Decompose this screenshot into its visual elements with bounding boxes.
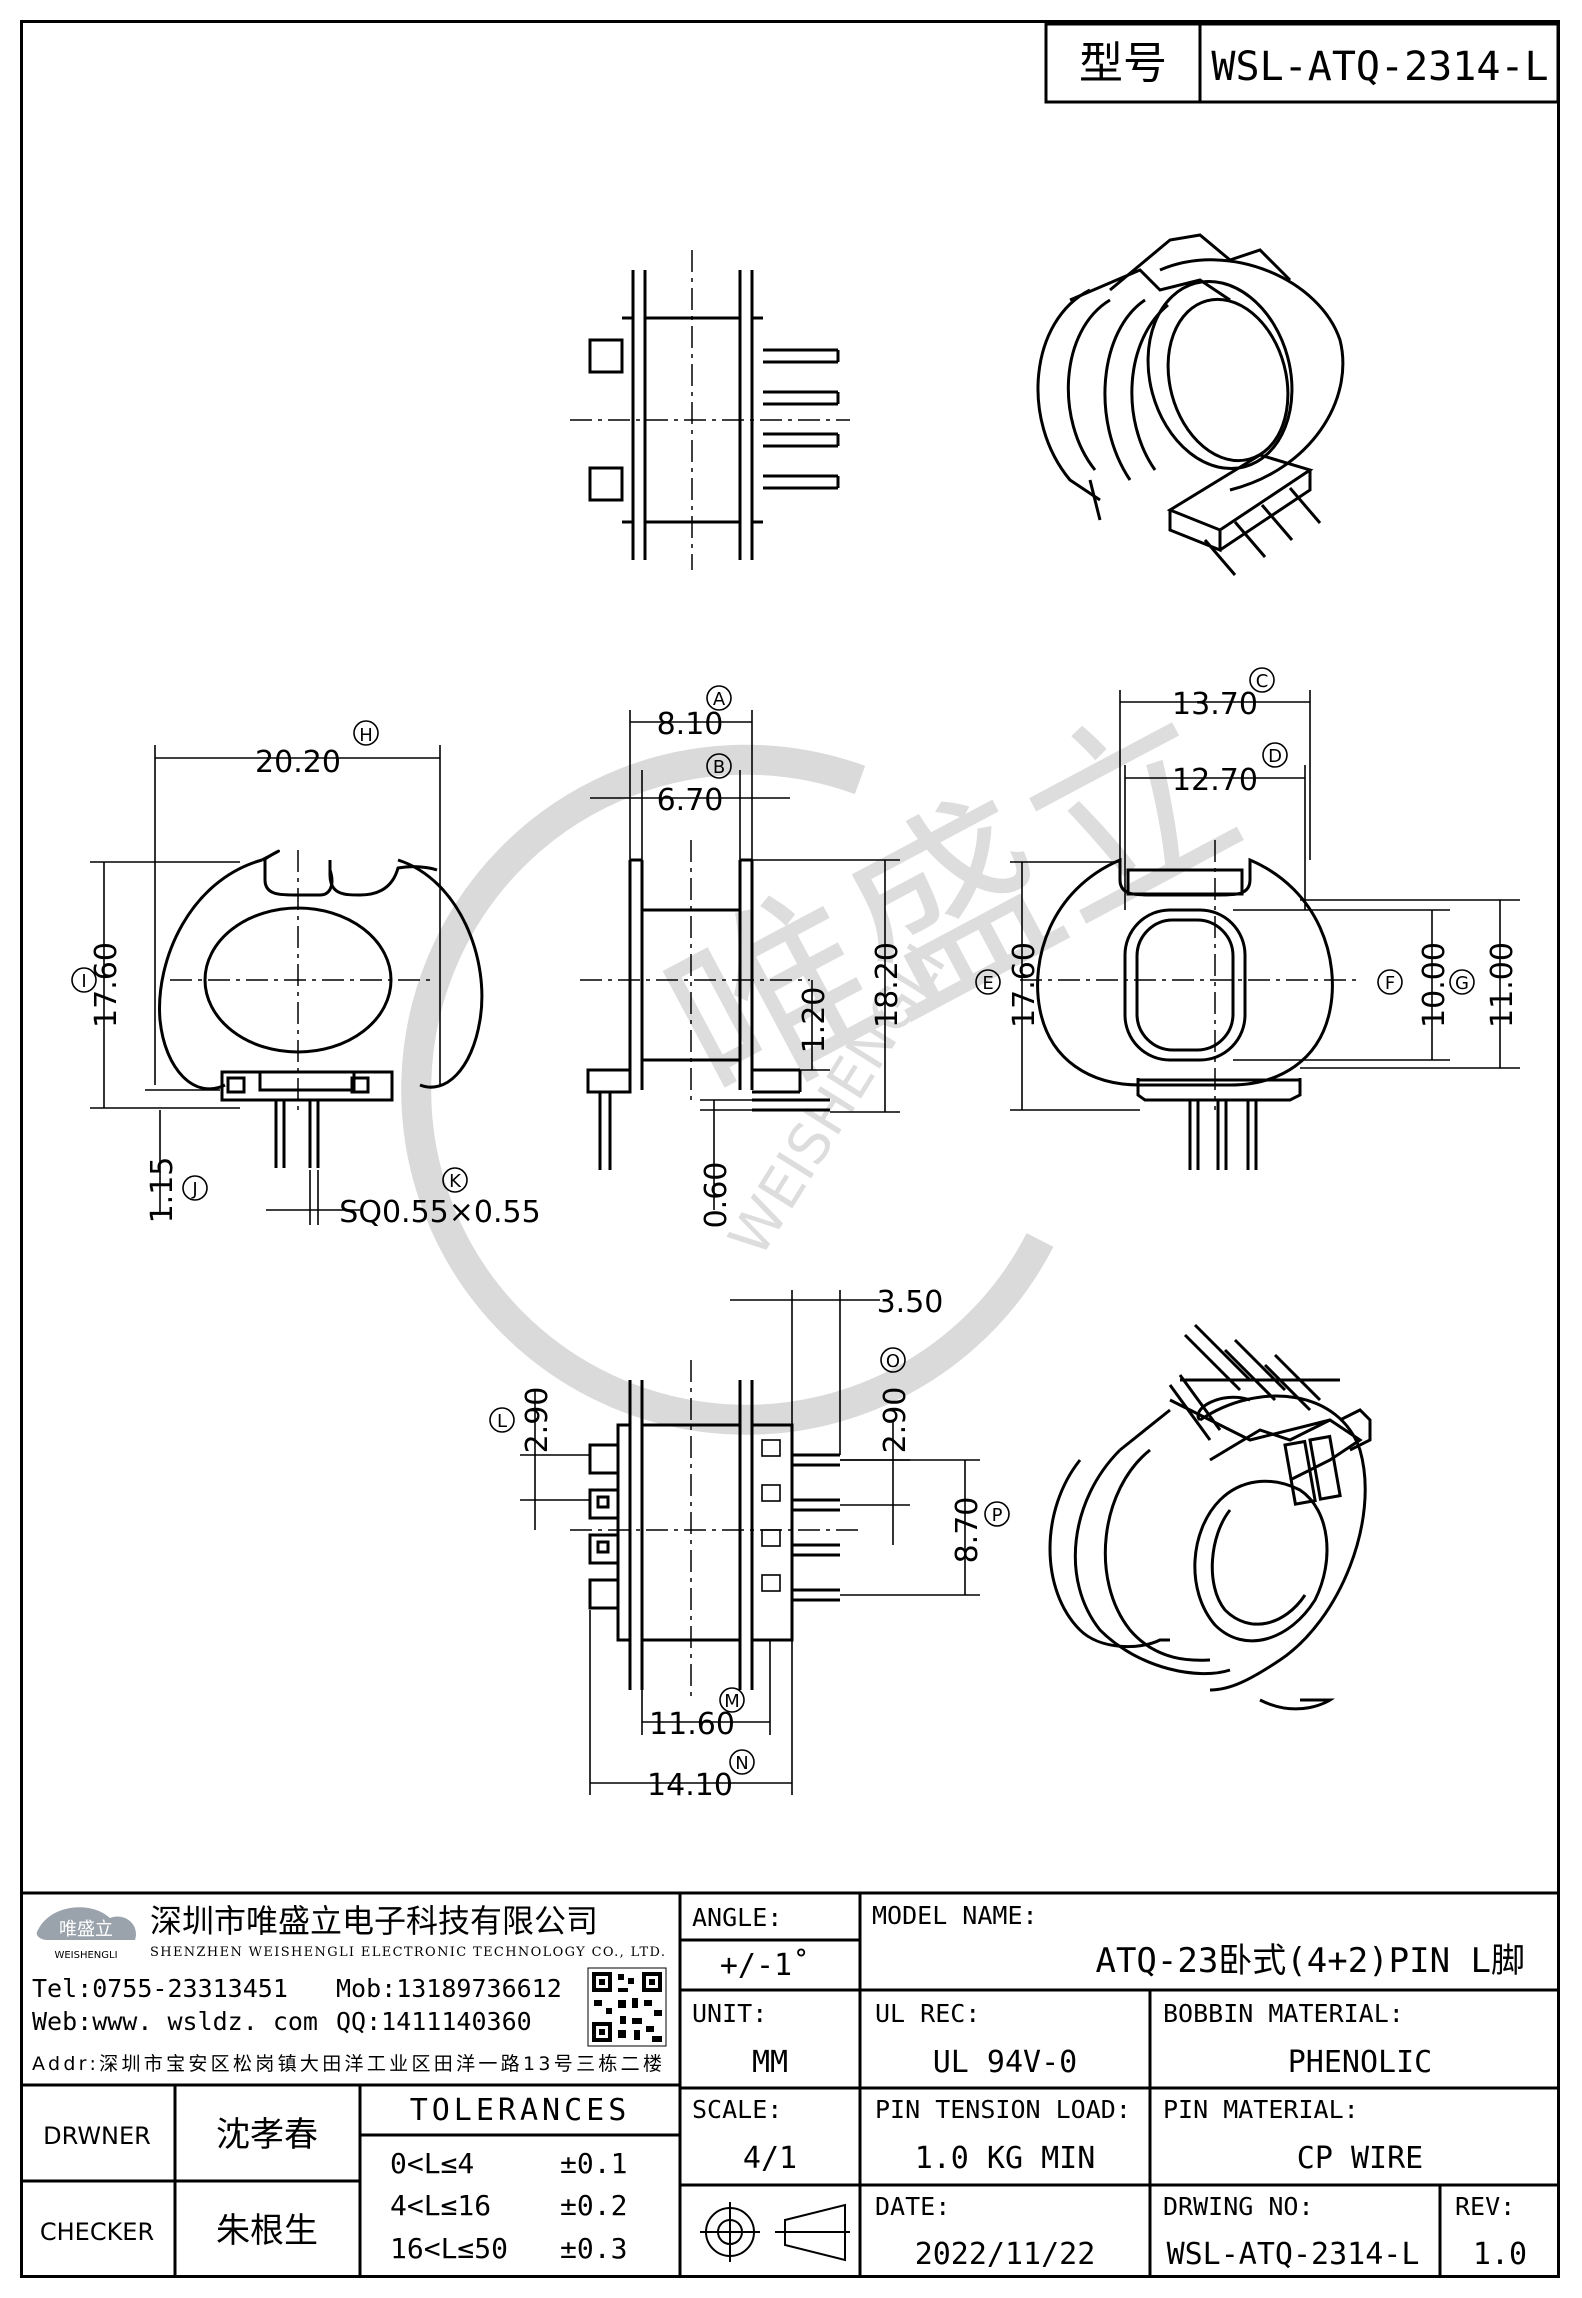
label-B: B — [713, 757, 725, 778]
unit-value: MM — [752, 2045, 788, 2080]
drawing-no-value: WSL-ATQ-2314-L — [1167, 2237, 1420, 2272]
angle-label: ANGLE: — [692, 1903, 782, 1932]
dim-P: 8.70 — [950, 1497, 985, 1564]
dim-G: 11.00 — [1485, 942, 1520, 1028]
dim-N: 14.10 — [647, 1768, 733, 1803]
bottom-view: 3.50 2.90 O 8.70 P 2.90 L 11.60 M 14.10 … — [489, 1285, 1010, 1803]
label-A: A — [713, 689, 726, 710]
tol-range-1: 4<L≤16 — [390, 2189, 491, 2222]
tol-value-0: ±0.1 — [560, 2147, 627, 2180]
pin-material-label: PIN MATERIAL: — [1163, 2095, 1359, 2124]
dim-L: 2.90 — [520, 1387, 555, 1454]
dim-H: 20.20 — [255, 745, 341, 780]
dim-A: 8.10 — [657, 707, 724, 742]
scale-value: 4/1 — [743, 2141, 797, 2176]
label-C: C — [1256, 671, 1269, 692]
label-E: E — [982, 973, 993, 994]
label-M: M — [724, 1691, 740, 1712]
dim-O: 2.90 — [878, 1387, 913, 1454]
right-side-view: 13.70 C 12.70 D 17.60 E 10.00 F 11.00 G — [975, 667, 1520, 1170]
ul-value: UL 94V-0 — [933, 2045, 1078, 2080]
drawing-sheet-border — [20, 20, 1560, 2278]
dim-E: 17.60 — [1007, 942, 1042, 1028]
date-value: 2022/11/22 — [915, 2237, 1096, 2272]
scale-label: SCALE: — [692, 2095, 782, 2124]
projection-symbol-icon — [700, 2202, 850, 2262]
label-K: K — [449, 1171, 462, 1192]
company-addr: Addr:深圳市宝安区松岗镇大田洋工业区田洋一路13号三栋二楼 — [32, 2053, 662, 2075]
logo-text: 唯盛立 — [59, 1919, 113, 1940]
bobbin-label: BOBBIN MATERIAL: — [1163, 1999, 1404, 2028]
header-model-box: 型号 WSL-ATQ-2314-L — [1044, 22, 1560, 104]
dim-F: 10.00 — [1417, 942, 1452, 1028]
top-front-view — [570, 250, 850, 570]
tolerances-label: TOLERANCES — [410, 2093, 631, 2128]
rev-label: REV: — [1455, 2192, 1515, 2221]
label-J: J — [191, 1179, 197, 1200]
dim-M: 11.60 — [649, 1707, 735, 1742]
label-H: H — [359, 725, 373, 746]
dim-K: SQ0.55×0.55 — [339, 1195, 540, 1230]
tol-value-1: ±0.2 — [560, 2189, 627, 2222]
company-name-cn: 深圳市唯盛立电子科技有限公司 — [150, 1902, 598, 1940]
label-N: N — [735, 1753, 748, 1774]
left-side-view: 20.20 H 17.60 I 1.15 J SQ0.55×0.55 K — [71, 720, 541, 1230]
tol-range-2: 16<L≤50 — [390, 2232, 508, 2265]
rev-value: 1.0 — [1473, 2237, 1527, 2272]
logo-sub: WEISHENGLI — [54, 1950, 117, 1961]
dim-R: 1.20 — [797, 987, 832, 1054]
model-label: 型号 — [1079, 38, 1167, 89]
isometric-view-top — [1036, 233, 1345, 576]
dim-S: 18.20 — [870, 942, 905, 1028]
model-name-label: MODEL NAME: — [872, 1901, 1038, 1930]
dim-D: 12.70 — [1172, 763, 1258, 798]
label-G: G — [1455, 973, 1469, 994]
watermark-arc — [401, 744, 1054, 1435]
dim-Q: 3.50 — [877, 1285, 944, 1320]
company-tel: Tel:0755-23313451 — [32, 1974, 288, 2003]
qr-code-icon — [587, 1967, 667, 2047]
bobbin-value: PHENOLIC — [1288, 2045, 1433, 2080]
label-P: P — [992, 1505, 1003, 1526]
tol-range-0: 0<L≤4 — [390, 2147, 474, 2180]
drawer-label: DRWNER — [43, 2122, 151, 2150]
model-name-value: ATQ-23卧式(4+2)PIN L脚 — [1095, 1941, 1525, 1981]
label-F: F — [1385, 973, 1395, 994]
label-D: D — [1268, 746, 1282, 767]
drawer-value: 沈孝春 — [216, 2115, 318, 2155]
label-O: O — [886, 1351, 900, 1372]
company-web: Web:www. wsldz. com — [32, 2007, 318, 2036]
title-block: 唯盛立 WEISHENGLI 深圳市唯盛立电子科技有限公司 SHENZHEN W… — [20, 1891, 1560, 2278]
company-name-en: SHENZHEN WEISHENGLI ELECTRONIC TECHNOLOG… — [150, 1945, 665, 1960]
label-I: I — [81, 971, 86, 992]
company-logo: 唯盛立 WEISHENGLI — [36, 1907, 136, 1961]
pin-tension-label: PIN TENSION LOAD: — [875, 2095, 1131, 2124]
date-label: DATE: — [875, 2192, 950, 2221]
model-value: WSL-ATQ-2314-L — [1211, 44, 1548, 90]
checker-value: 朱根生 — [216, 2211, 318, 2251]
checker-label: CHECKER — [40, 2218, 154, 2246]
dim-B: 6.70 — [657, 783, 724, 818]
pin-material-value: CP WIRE — [1297, 2141, 1423, 2176]
dim-T: 0.60 — [699, 1162, 734, 1229]
unit-label: UNIT: — [692, 1999, 767, 2028]
isometric-view-bottom — [1048, 1323, 1372, 1711]
dim-J: 1.15 — [145, 1157, 180, 1224]
middle-side-view: 8.10 A 6.70 B 18.20 1.20 0.60 — [580, 685, 905, 1229]
label-L: L — [497, 1411, 507, 1432]
angle-value: +/-1˚ — [720, 1948, 810, 1983]
company-qq: QQ:1411140360 — [336, 2007, 532, 2036]
company-mob: Mob:13189736612 — [336, 1974, 562, 2003]
tol-value-2: ±0.3 — [560, 2232, 627, 2265]
ul-label: UL REC: — [875, 1999, 980, 2028]
pin-tension-value: 1.0 KG MIN — [915, 2141, 1096, 2176]
drawing-no-label: DRWING NO: — [1163, 2192, 1314, 2221]
dim-C: 13.70 — [1172, 687, 1258, 722]
